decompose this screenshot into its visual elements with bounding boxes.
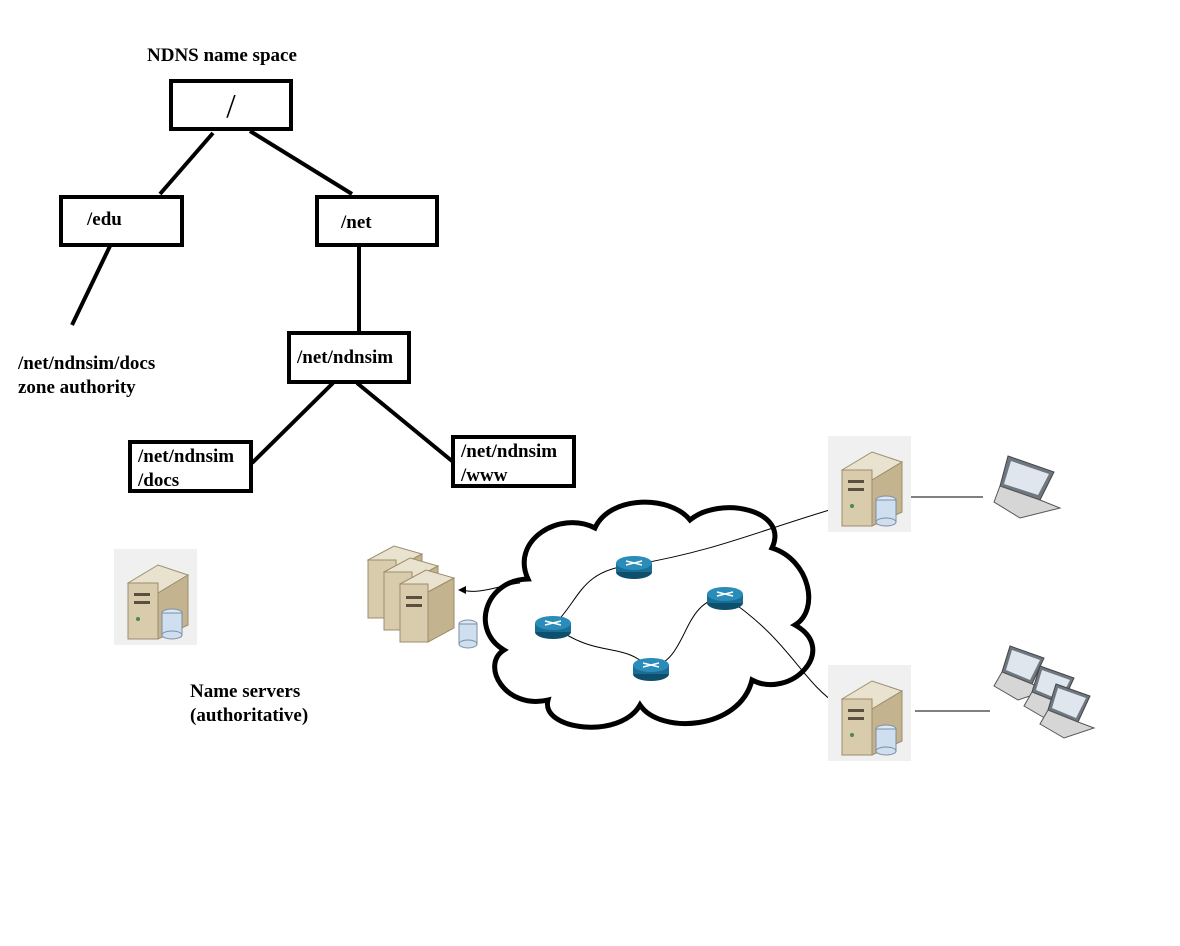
link-router-b-server1: [632, 505, 844, 566]
arrow-head: [458, 586, 466, 594]
server-icon: [114, 549, 197, 645]
router-icon: [633, 658, 669, 681]
laptop-icon: [993, 455, 1062, 519]
name-servers-label: Name servers (authoritative): [190, 681, 309, 726]
laptops-group-icon: [993, 645, 1096, 739]
link-router-d-server2: [724, 596, 839, 706]
tree-node-ndnsim: /net/ndnsim: [287, 331, 411, 384]
tree-node-root: /: [169, 79, 293, 131]
edge-root-net: [248, 129, 354, 196]
router-icon: [707, 587, 743, 610]
edge-root-edu: [158, 131, 215, 196]
server-icon: [828, 436, 911, 532]
server-cluster-icon: [366, 545, 478, 649]
router-icon: [535, 616, 571, 639]
router-icon: [616, 556, 652, 579]
server-icon: [828, 665, 911, 761]
tree-node-www: /net/ndnsim /www: [451, 435, 576, 488]
link-cloud-nameserver: [461, 582, 521, 592]
zone-authority-label: /net/ndnsim/docs zone authority: [18, 353, 156, 398]
network-cloud: [483, 499, 816, 730]
tree-node-net: /net: [315, 195, 439, 247]
tree-node-edu: /edu: [59, 195, 184, 247]
edge-ndnsim-docs: [250, 381, 335, 465]
edge-edu-zone: [70, 245, 112, 326]
diagram-title: NDNS name space: [147, 45, 297, 66]
edge-ndnsim-www: [355, 381, 454, 463]
tree-node-docs: /net/ndnsim /docs: [128, 440, 253, 493]
